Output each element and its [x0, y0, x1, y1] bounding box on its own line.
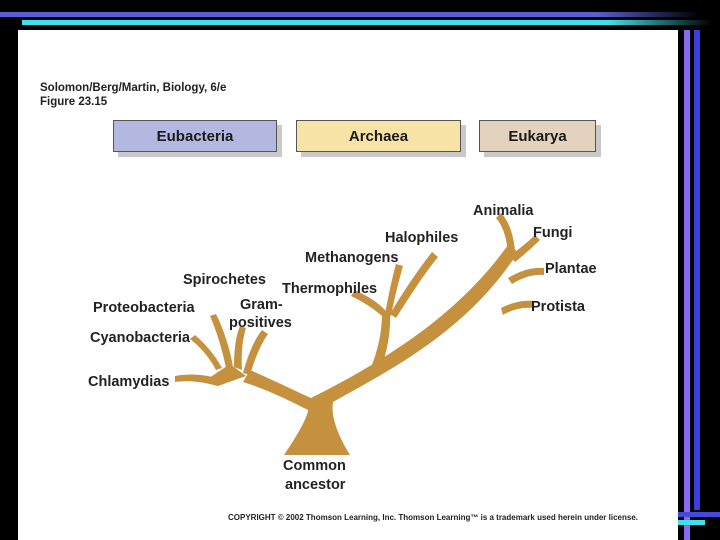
label-gram-positives-line1: Gram-: [240, 297, 283, 313]
label-plantae: Plantae: [545, 261, 597, 277]
methanogens-branch: [385, 264, 403, 316]
tree-branches: [175, 213, 544, 455]
right-stripe-violet: [684, 30, 690, 540]
plantae-branch: [508, 267, 544, 284]
trunk: [243, 245, 518, 455]
right-stripe-blue: [694, 30, 700, 510]
label-chlamydias: Chlamydias: [88, 374, 170, 390]
label-animalia: Animalia: [473, 203, 534, 219]
fungi-branch: [510, 235, 540, 262]
caption-figure-number: Figure 23.15: [40, 96, 108, 108]
top-stripe-cyan: [22, 20, 712, 25]
bottom-stripe-cyan: [675, 520, 705, 525]
label-spirochetes: Spirochetes: [183, 272, 266, 288]
label-fungi: Fungi: [533, 225, 573, 241]
halophiles-branch: [390, 252, 438, 318]
archaea-stem: [370, 312, 391, 375]
domain-box-eubacteria: Eubacteria: [113, 120, 277, 152]
phylogenetic-tree: [175, 213, 544, 455]
protista-branch: [501, 300, 534, 315]
label-cyanobacteria: Cyanobacteria: [90, 330, 190, 346]
thermophiles-branch: [351, 290, 387, 316]
label-common-ancestor-line1: Common: [283, 458, 346, 474]
chlamydias-branch: [175, 374, 218, 386]
label-gram-positives-line2: positives: [229, 315, 292, 331]
label-methanogens: Methanogens: [305, 250, 399, 266]
gram-positive-branch: [234, 326, 246, 370]
figure-slide: Solomon/Berg/Martin, Biology, 6/e Figure…: [18, 30, 678, 540]
copyright-notice: COPYRIGHT © 2002 Thomson Learning, Inc. …: [228, 513, 638, 522]
label-thermophiles: Thermophiles: [282, 281, 378, 297]
top-stripe-blue: [0, 12, 700, 17]
label-halophiles: Halophiles: [385, 230, 459, 246]
proteobacteria-branch: [210, 314, 233, 368]
caption-citation: Solomon/Berg/Martin, Biology, 6/e: [40, 82, 227, 94]
spirochetes-branch: [243, 330, 268, 375]
bottom-stripe-blue: [660, 512, 720, 517]
domain-box-eukarya: Eukarya: [479, 120, 596, 152]
domain-box-archaea: Archaea: [296, 120, 461, 152]
cyanobacteria-branch: [190, 335, 222, 370]
animalia-branch: [496, 213, 515, 252]
label-proteobacteria: Proteobacteria: [93, 300, 195, 316]
label-common-ancestor-line2: ancestor: [285, 477, 346, 493]
label-protista: Protista: [531, 299, 585, 315]
